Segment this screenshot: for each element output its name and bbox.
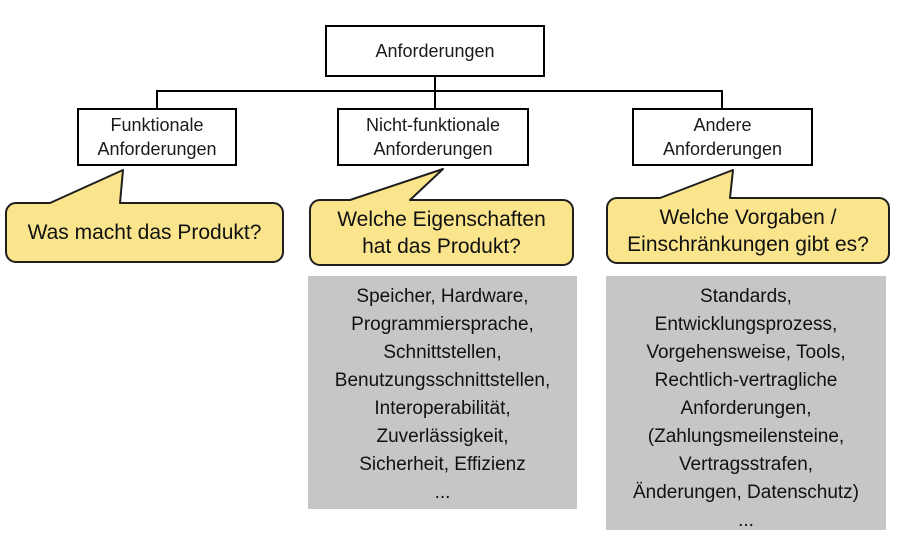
node-funktionale-label: Funktionale Anforderungen: [97, 115, 217, 159]
detail-line: Programmiersprache,: [351, 314, 534, 335]
detail-line: (Zahlungsmeilensteine,: [647, 426, 845, 447]
node-nicht-funktionale-label: Nicht-funktionale Anforderungen: [365, 115, 501, 159]
connector-horizontal: [156, 90, 723, 92]
detail-line: Änderungen, Datenschutz): [632, 482, 860, 503]
callout-funktionale-question: Was macht das Produkt?: [27, 221, 262, 244]
node-andere-label: Andere Anforderungen: [662, 115, 783, 159]
connector-root-stem: [434, 77, 436, 92]
detail-line: Anforderungen,: [680, 398, 812, 419]
detail-line: Zuverlässigkeit,: [376, 426, 509, 447]
detail-line: Standards,: [700, 286, 792, 307]
node-nicht-funktionale-anforderungen: Nicht-funktionale Anforderungen: [337, 108, 529, 166]
node-anforderungen: Anforderungen: [325, 25, 545, 77]
detail-line: Vorgehensweise, Tools,: [646, 342, 846, 363]
detail-line: Benutzungsschnittstellen,: [334, 370, 551, 391]
detail-line: ...: [738, 510, 754, 531]
node-anforderungen-label: Anforderungen: [375, 41, 495, 61]
detail-line: Rechtlich-vertragliche: [654, 370, 838, 391]
detail-line: Speicher, Hardware,: [356, 286, 529, 307]
node-andere-anforderungen: Andere Anforderungen: [632, 108, 813, 166]
detail-line: Sicherheit, Effizienz: [359, 454, 526, 475]
details-andere: Standards, Entwicklungsprozess, Vorgehensw…: [606, 276, 886, 531]
detail-line: Interoperabilität,: [374, 398, 511, 419]
detail-line: ...: [434, 482, 451, 503]
callout-andere-question: Welche Vorgaben / Einschränkungen gibt e…: [627, 205, 869, 256]
detail-line: Vertragsstrafen,: [678, 454, 814, 475]
detail-line: Schnittstellen,: [383, 342, 502, 363]
callout-funktionale-shape: [5, 169, 284, 263]
connector-drop-funktionale: [156, 90, 158, 108]
connector-drop-andere: [721, 90, 723, 108]
details-nicht-funktionale: Speicher, Hardware, Programmiersprache, Sc…: [308, 276, 577, 509]
node-funktionale-anforderungen: Funktionale Anforderungen: [77, 108, 237, 166]
detail-line: Entwicklungsprozess,: [654, 314, 838, 335]
callout-nicht-funktionale-question: Welche Eigenschaften hat das Produkt?: [337, 207, 546, 258]
callout-nicht-funktionale-shape: [309, 168, 574, 266]
connector-drop-nicht-funktionale: [434, 90, 436, 108]
callout-andere-shape: [606, 169, 890, 264]
